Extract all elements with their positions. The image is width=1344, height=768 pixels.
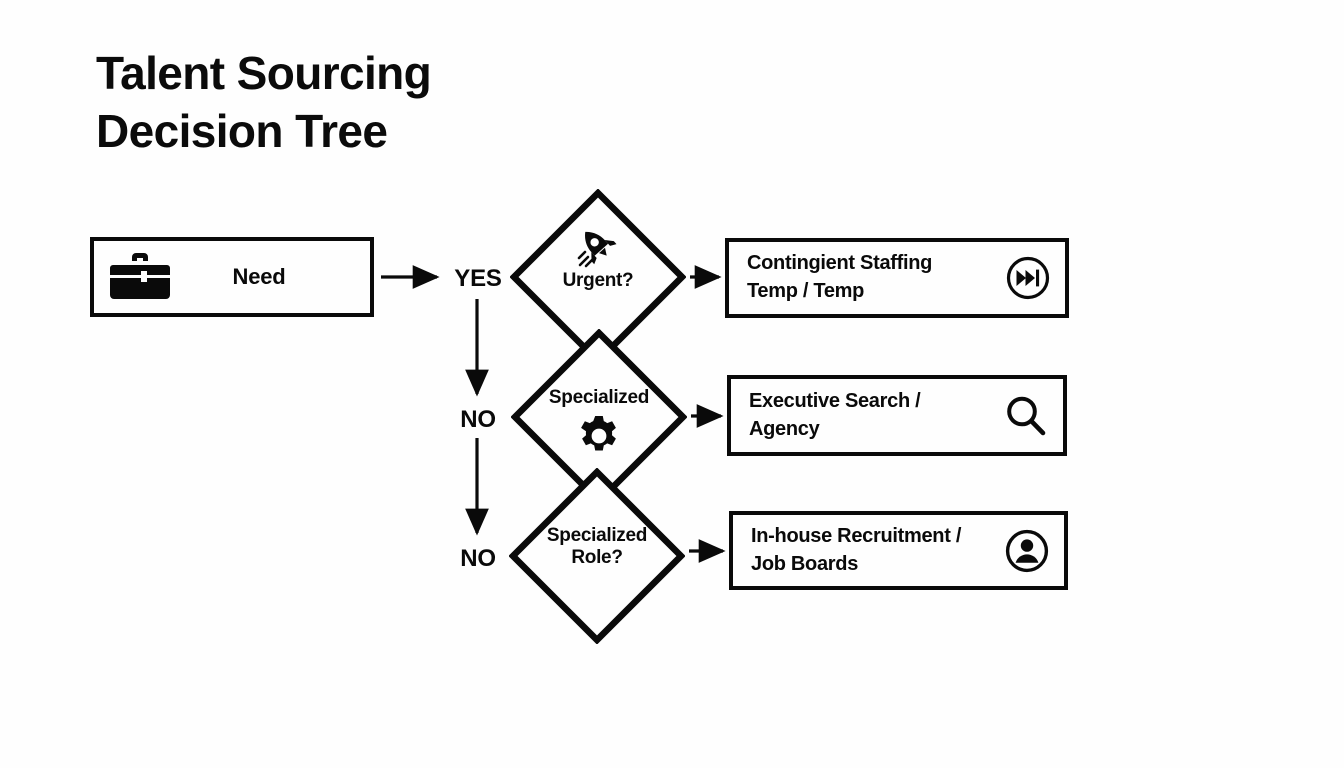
start-node-label: Need (232, 264, 286, 289)
outcome-label-contingent-staffing: Contingient Staffing Temp / Temp (747, 252, 933, 302)
start-node-need[interactable]: Need (90, 237, 374, 317)
decision-node-specialized[interactable]: Specialized (511, 329, 687, 505)
branch-label-yes: YES (454, 265, 502, 292)
outcome-node-executive-search[interactable]: Executive Search / Agency (727, 375, 1067, 456)
decision-label-specialized: Specialized (548, 387, 650, 408)
diamond-outline (509, 468, 685, 644)
decision-node-specialized-role[interactable]: Specialized Role? (509, 468, 685, 644)
decision-label-specialized-role: Specialized Role? (546, 525, 648, 569)
branch-label-no-2: NO (460, 545, 496, 572)
outcome-node-in-house-recruitment[interactable]: In-house Recruitment / Job Boards (729, 511, 1068, 590)
skip-forward-icon (991, 255, 1065, 301)
briefcase-icon (94, 251, 186, 303)
gear-icon (577, 414, 621, 458)
search-icon (989, 393, 1063, 439)
outcome-label-executive-search: Executive Search / Agency (749, 389, 921, 440)
decision-label-urgent: Urgent? (562, 270, 634, 291)
account-circle-icon (990, 528, 1064, 574)
outcome-label-in-house-recruitment: In-house Recruitment / Job Boards (751, 524, 962, 575)
outcome-node-contingent-staffing[interactable]: Contingient Staffing Temp / Temp (725, 238, 1069, 318)
decision-node-urgent[interactable]: Urgent? (510, 189, 686, 365)
page-title: Talent Sourcing Decision Tree (96, 47, 432, 158)
rocket-icon (576, 225, 620, 269)
branch-label-no-1: NO (460, 406, 496, 433)
